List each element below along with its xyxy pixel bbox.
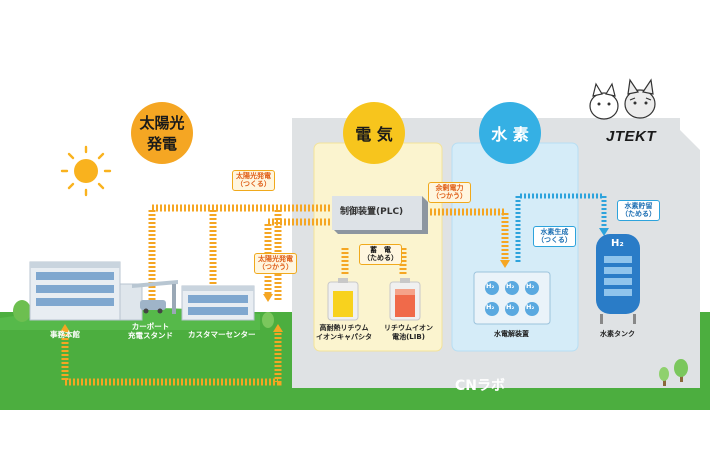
solar-make-tag: 太陽光発電 （つくる） [232, 170, 275, 191]
h2-store-tag-line1: 水素貯留 [624, 202, 653, 210]
carport-caption: カーポート 充電スタンド [128, 322, 173, 341]
surplus-tag-line2: （つかう） [432, 192, 467, 201]
trees [13, 300, 688, 386]
h2-make-tag-line2: （つくる） [537, 236, 572, 245]
solar-use-tag-line1: 太陽光発電 [258, 255, 293, 263]
solar-power-circle: 太陽光 発電 [131, 102, 193, 164]
solar-circle-line1: 太陽光 [139, 114, 185, 132]
customer-center-building [181, 285, 255, 321]
tank-h2-symbol: H₂ [611, 238, 624, 249]
solar-use-tag-line2: （つかう） [258, 263, 293, 272]
storage-tag-line1: 蓄 電 [370, 246, 391, 254]
battery-caption-line2: 電池(LIB) [392, 332, 425, 341]
electrolyzer-caption: 水電解装置 [494, 330, 529, 338]
hq-building [29, 261, 143, 321]
electrolyzer-h2-5: H₂ [506, 303, 515, 311]
surplus-tag-line1: 余剰電力 [435, 184, 464, 192]
battery-device [389, 278, 421, 321]
hq-caption: 事務本館 [50, 330, 80, 339]
electrolyzer-h2-6: H₂ [526, 303, 535, 311]
solar-use-tag: 太陽光発電 （つかう） [254, 253, 297, 274]
h2-store-tag: 水素貯留 （ためる） [617, 200, 660, 221]
hydrogen-circle: 水 素 [479, 102, 541, 164]
electrolyzer-h2-4: H₂ [486, 303, 495, 311]
electrolyzer-h2-3: H₂ [526, 282, 535, 290]
electricity-circle-label: 電 気 [355, 125, 393, 144]
electrolyzer-h2-2: H₂ [506, 282, 515, 290]
electrolyzer [473, 271, 551, 325]
plc-label: 制御装置(PLC) [340, 207, 404, 217]
capacitor-device [327, 278, 359, 321]
battery-caption-line1: リチウムイオン [384, 324, 433, 332]
sun-icon [60, 145, 112, 197]
capacitor-caption-line1: 高耐熱リチウム [319, 324, 369, 332]
capacitor-caption: 高耐熱リチウム イオンキャパシタ [316, 324, 372, 342]
cat-icon [589, 78, 656, 120]
electricity-circle: 電 気 [343, 102, 405, 164]
electrolyzer-h2-1: H₂ [486, 282, 495, 290]
h2-store-tag-line2: （ためる） [621, 210, 656, 219]
tank-caption: 水素タンク [600, 330, 635, 338]
h2-make-tag: 水素生成 （つくる） [533, 226, 576, 247]
hydrogen-flow-lines [515, 193, 609, 262]
solar-circle-line2: 発電 [146, 135, 177, 153]
surplus-power-tag: 余剰電力 （つかう） [428, 182, 471, 203]
hydrogen-tank [596, 234, 640, 324]
capacitor-caption-line2: イオンキャパシタ [316, 332, 372, 341]
customer-center-caption: カスタマーセンター [188, 330, 256, 339]
solar-make-tag-line1: 太陽光発電 [236, 172, 271, 180]
plc-controller [332, 196, 428, 234]
solar-make-tag-line2: （つくる） [236, 180, 271, 189]
storage-tag: 蓄 電 （ためる） [359, 244, 402, 265]
cn-lab-label: CNラボ [455, 378, 505, 394]
carport-caption-line2: 充電スタンド [128, 331, 173, 341]
carport [132, 280, 178, 314]
hydrogen-circle-label: 水 素 [491, 125, 529, 144]
battery-caption: リチウムイオン 電池(LIB) [384, 324, 433, 342]
h2-make-tag-line1: 水素生成 [540, 228, 569, 236]
carport-caption-line1: カーポート [131, 322, 170, 331]
storage-tag-line2: （ためる） [363, 254, 398, 263]
jtekt-logo: JTEKT [606, 128, 657, 145]
